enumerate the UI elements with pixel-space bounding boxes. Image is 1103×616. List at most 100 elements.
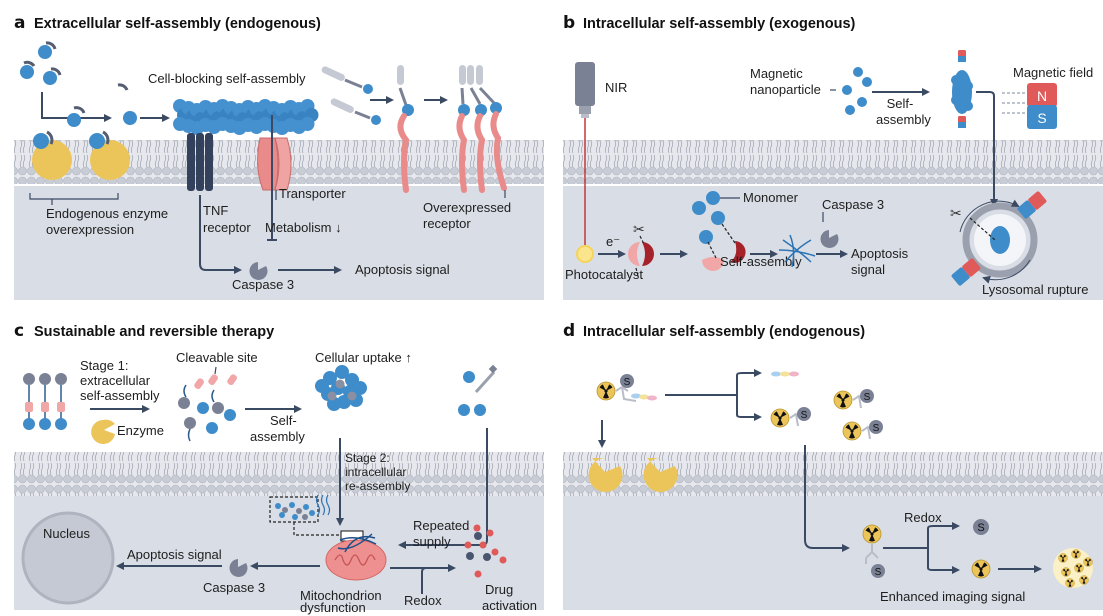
label-cleavable: Cleavable site xyxy=(176,350,258,365)
label-transporter: Transporter xyxy=(279,186,346,201)
panel-a-title: Extracellular self-assembly (endogenous) xyxy=(34,16,321,32)
panel-a: a Extracellular self-assembly (endogenou… xyxy=(14,13,544,300)
radio-unit xyxy=(1083,557,1093,567)
label-mito-2: dysfunction xyxy=(300,600,366,615)
monomer-cluster xyxy=(20,41,62,85)
panel-d-letter: d xyxy=(563,321,575,341)
label-overexpressed-2: receptor xyxy=(423,216,471,231)
label-mito-1: Mitochondrion xyxy=(300,588,382,603)
magnetic-nanoparticles xyxy=(842,67,872,115)
label-stage1-1: Stage 1: xyxy=(80,358,128,373)
caspase-icon xyxy=(249,262,268,280)
label-nucleus: Nucleus xyxy=(43,526,90,541)
svg-text:S: S xyxy=(801,410,808,421)
label-magnetic-field: Magnetic field xyxy=(1013,65,1093,80)
label-nir: NIR xyxy=(605,80,627,95)
overexpressed-receptors xyxy=(456,65,507,193)
probe-intracellular: S xyxy=(862,524,885,578)
label-self-c-2: assembly xyxy=(250,429,305,444)
label-caspase-a: Caspase 3 xyxy=(232,277,294,292)
field-lines xyxy=(1001,92,1025,114)
svg-text:S: S xyxy=(875,567,882,578)
svg-text:S: S xyxy=(873,423,880,434)
label-magnetic-2: nanoparticle xyxy=(750,82,821,97)
label-stage2-1: Stage 2: xyxy=(345,451,390,465)
panel-d: d Intracellular self-assembly (endogenou… xyxy=(563,321,1103,610)
panel-b-letter: b xyxy=(563,13,575,33)
label-cell-blocking: Cell-blocking self-assembly xyxy=(148,71,306,86)
label-tnf-2: receptor xyxy=(203,220,251,235)
panel-c: c Sustainable and reversible therapy Sta… xyxy=(14,321,544,615)
label-apoptosis-a: Apoptosis signal xyxy=(355,262,450,277)
probe-cleaved: S xyxy=(842,420,883,441)
label-tnf-1: TNF xyxy=(203,203,228,218)
cytoplasm-a xyxy=(14,186,544,300)
probe-cleaved: S xyxy=(833,389,874,410)
svg-text:S: S xyxy=(1037,110,1046,126)
magnet-small-top xyxy=(1017,191,1047,219)
radio-unit xyxy=(971,559,991,579)
label-enzyme-c: Enzyme xyxy=(117,423,164,438)
panel-b: b Intracellular self-assembly (exogenous… xyxy=(563,13,1103,300)
nir-laser-icon xyxy=(575,62,595,250)
uptake-particle xyxy=(353,381,367,395)
tnf-receptor xyxy=(187,133,213,191)
label-overexpressed-1: Overexpressed xyxy=(423,200,511,215)
label-caspase-b: Caspase 3 xyxy=(822,197,884,212)
imaging-aggregate xyxy=(1053,548,1093,588)
radio-unit xyxy=(1058,553,1068,563)
radio-unit xyxy=(1065,578,1075,588)
label-repeated-1: Repeated xyxy=(413,518,469,533)
magnet-small-bottom xyxy=(951,258,981,286)
photocatalyst-icon xyxy=(576,245,594,263)
svg-text:S: S xyxy=(864,392,871,403)
panel-b-title: Intracellular self-assembly (exogenous) xyxy=(583,16,856,32)
label-stage1-3: self-assembly xyxy=(80,388,160,403)
cleavable-dimer xyxy=(628,235,654,277)
released-s: S xyxy=(973,519,989,535)
label-self-top-2: assembly xyxy=(876,112,931,127)
radio-unit xyxy=(1071,549,1081,559)
radio-unit xyxy=(1079,575,1089,585)
label-photocatalyst: Photocatalyst xyxy=(565,267,643,282)
label-enzyme-2: overexpression xyxy=(46,222,134,237)
uptake-particle xyxy=(327,397,341,411)
label-self-c-1: Self- xyxy=(270,413,297,428)
panel-a-letter: a xyxy=(14,13,25,33)
svg-text:N: N xyxy=(1037,88,1047,104)
enzyme-bracket xyxy=(29,193,119,205)
cytoplasm-d xyxy=(563,496,1103,610)
assembly-particle xyxy=(300,117,315,131)
fiber-icon xyxy=(778,234,816,268)
monomers-b xyxy=(692,191,746,271)
cell-blocking-assembly xyxy=(173,99,319,135)
transporter xyxy=(257,137,292,191)
radio-unit xyxy=(1074,563,1084,573)
radio-unit xyxy=(1061,567,1071,577)
nanoparticle-assembly xyxy=(951,50,973,128)
cleaved-cap xyxy=(117,83,129,91)
drug-particles xyxy=(464,524,507,578)
label-monomer: Monomer xyxy=(743,190,799,205)
label-redox-c: Redox xyxy=(404,593,442,608)
label-magnetic-1: Magnetic xyxy=(750,66,803,81)
label-stage1-2: extracellular xyxy=(80,373,151,388)
syringe-icon xyxy=(458,364,498,416)
flow-arrow xyxy=(41,92,112,122)
uptake-core xyxy=(335,379,345,389)
label-metabolism: Metabolism ↓ xyxy=(265,220,342,235)
svg-text:S: S xyxy=(624,377,631,388)
cleaved-fragments xyxy=(178,374,237,442)
caspase-icon xyxy=(229,559,248,577)
cell-membrane-c xyxy=(14,452,544,496)
label-lysosomal: Lysosomal rupture xyxy=(982,282,1088,297)
heat-icon xyxy=(315,494,331,516)
label-drug-1: Drug xyxy=(485,582,513,597)
uptake-assembly xyxy=(315,365,367,411)
magnet-icon: N S xyxy=(1027,83,1057,129)
label-drug-2: activation xyxy=(482,598,537,613)
svg-text:S: S xyxy=(977,522,984,534)
label-redox-d: Redox xyxy=(904,510,942,525)
panel-c-letter: c xyxy=(14,321,24,341)
